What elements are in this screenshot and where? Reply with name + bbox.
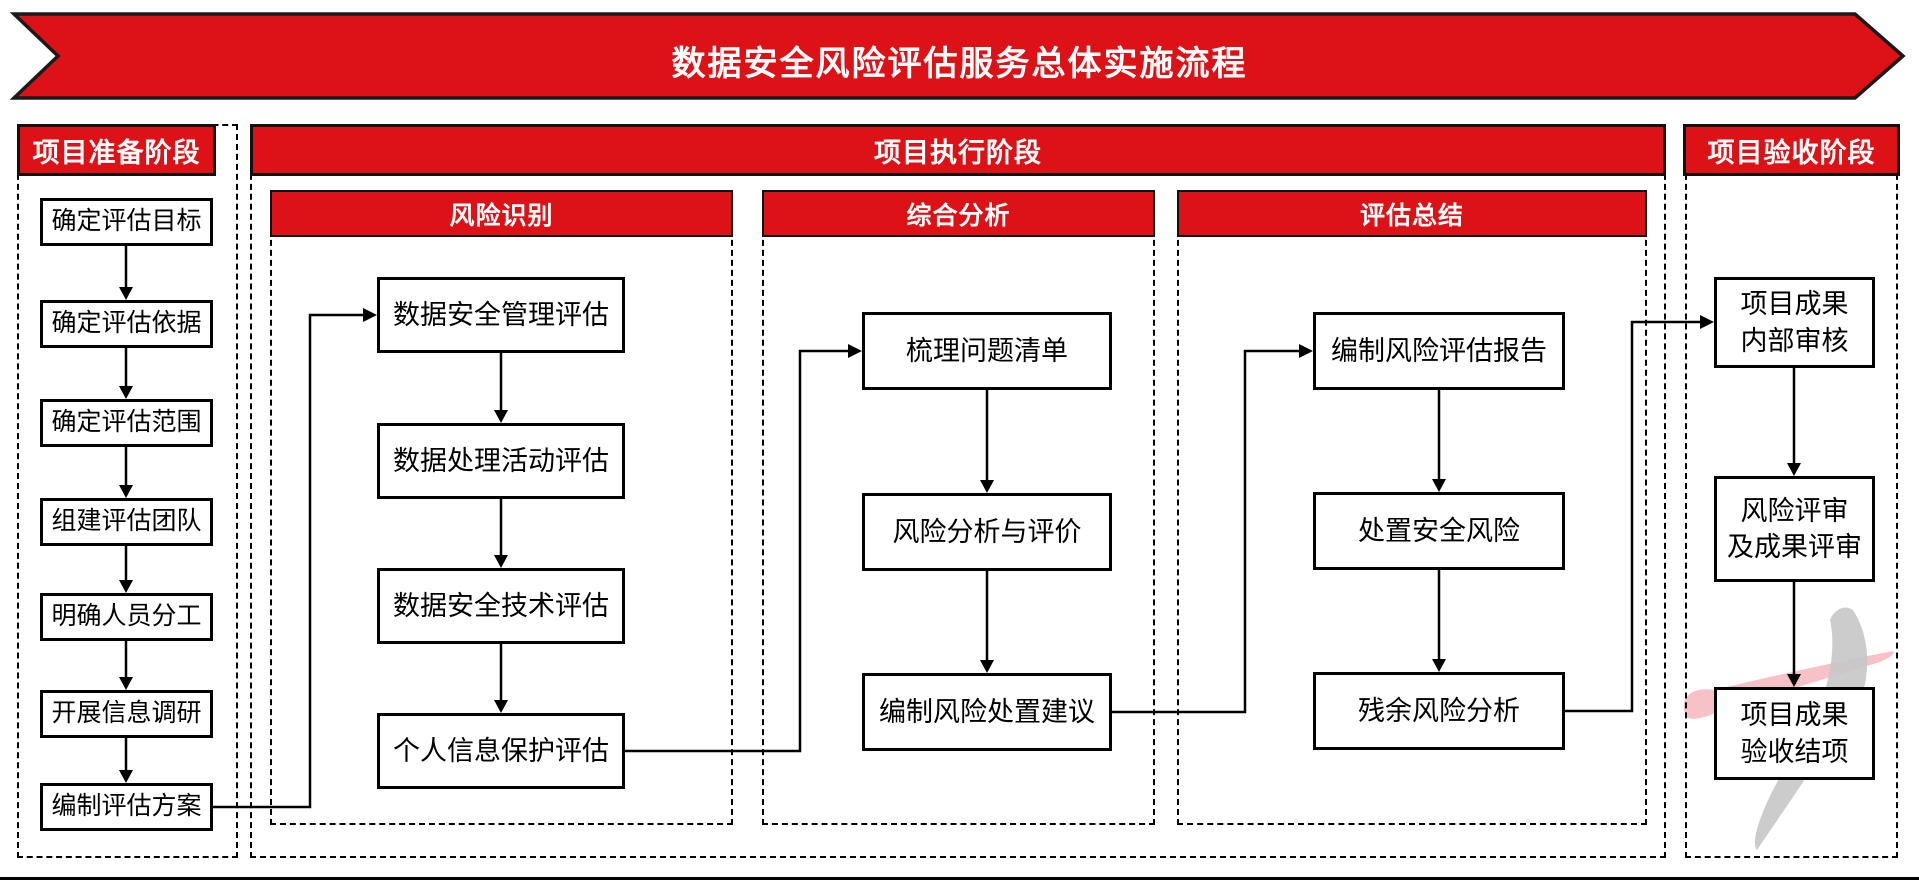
risk-box-mgmt: 数据安全管理评估 xyxy=(377,277,625,353)
prep-phase-header-label: 项目准备阶段 xyxy=(32,137,201,168)
prep-box-team: 组建评估团队 xyxy=(40,498,213,546)
analysis-group-header-label: 综合分析 xyxy=(906,201,1011,230)
prep-box-basis: 确定评估依据 xyxy=(40,300,213,348)
prep-box-goal: 确定评估目标 xyxy=(40,198,213,246)
accept-phase-header: 项目验收阶段 xyxy=(1683,124,1900,176)
analysis-group-header: 综合分析 xyxy=(762,190,1155,237)
prep-box-scope: 确定评估范围 xyxy=(40,399,213,447)
accept-box-closure: 项目成果 验收结项 xyxy=(1714,687,1875,780)
summary-box-residual: 残余风险分析 xyxy=(1313,672,1565,750)
risk-box-activity: 数据处理活动评估 xyxy=(377,423,625,499)
prep-box-plan: 编制评估方案 xyxy=(40,783,213,831)
bottom-divider xyxy=(0,877,1919,880)
diagram-title: 数据安全风险评估服务总体实施流程 xyxy=(671,45,1248,83)
accept-phase-header-label: 项目验收阶段 xyxy=(1707,137,1876,168)
prep-box-roles: 明确人员分工 xyxy=(40,593,213,641)
summary-box-report: 编制风险评估报告 xyxy=(1313,312,1565,390)
summary-group-header: 评估总结 xyxy=(1177,190,1647,237)
exec-phase-header: 项目执行阶段 xyxy=(250,124,1666,176)
analysis-box-evaluate: 风险分析与评价 xyxy=(862,493,1112,571)
prep-box-research: 开展信息调研 xyxy=(40,690,213,738)
analysis-box-issues: 梳理问题清单 xyxy=(862,312,1112,390)
accept-box-internal-review: 项目成果 内部审核 xyxy=(1714,277,1875,368)
exec-phase-header-label: 项目执行阶段 xyxy=(874,137,1042,168)
summary-group-header-label: 评估总结 xyxy=(1359,201,1464,230)
risk-box-tech: 数据安全技术评估 xyxy=(377,568,625,644)
risk-box-privacy: 个人信息保护评估 xyxy=(377,713,625,789)
risk-id-group-header: 风险识别 xyxy=(270,190,733,237)
analysis-box-advice: 编制风险处置建议 xyxy=(862,673,1112,751)
risk-id-group-header-label: 风险识别 xyxy=(449,201,554,230)
accept-box-risk-review: 风险评审 及成果评审 xyxy=(1714,476,1875,582)
prep-phase-header: 项目准备阶段 xyxy=(17,124,216,176)
summary-box-dispose: 处置安全风险 xyxy=(1313,492,1565,570)
